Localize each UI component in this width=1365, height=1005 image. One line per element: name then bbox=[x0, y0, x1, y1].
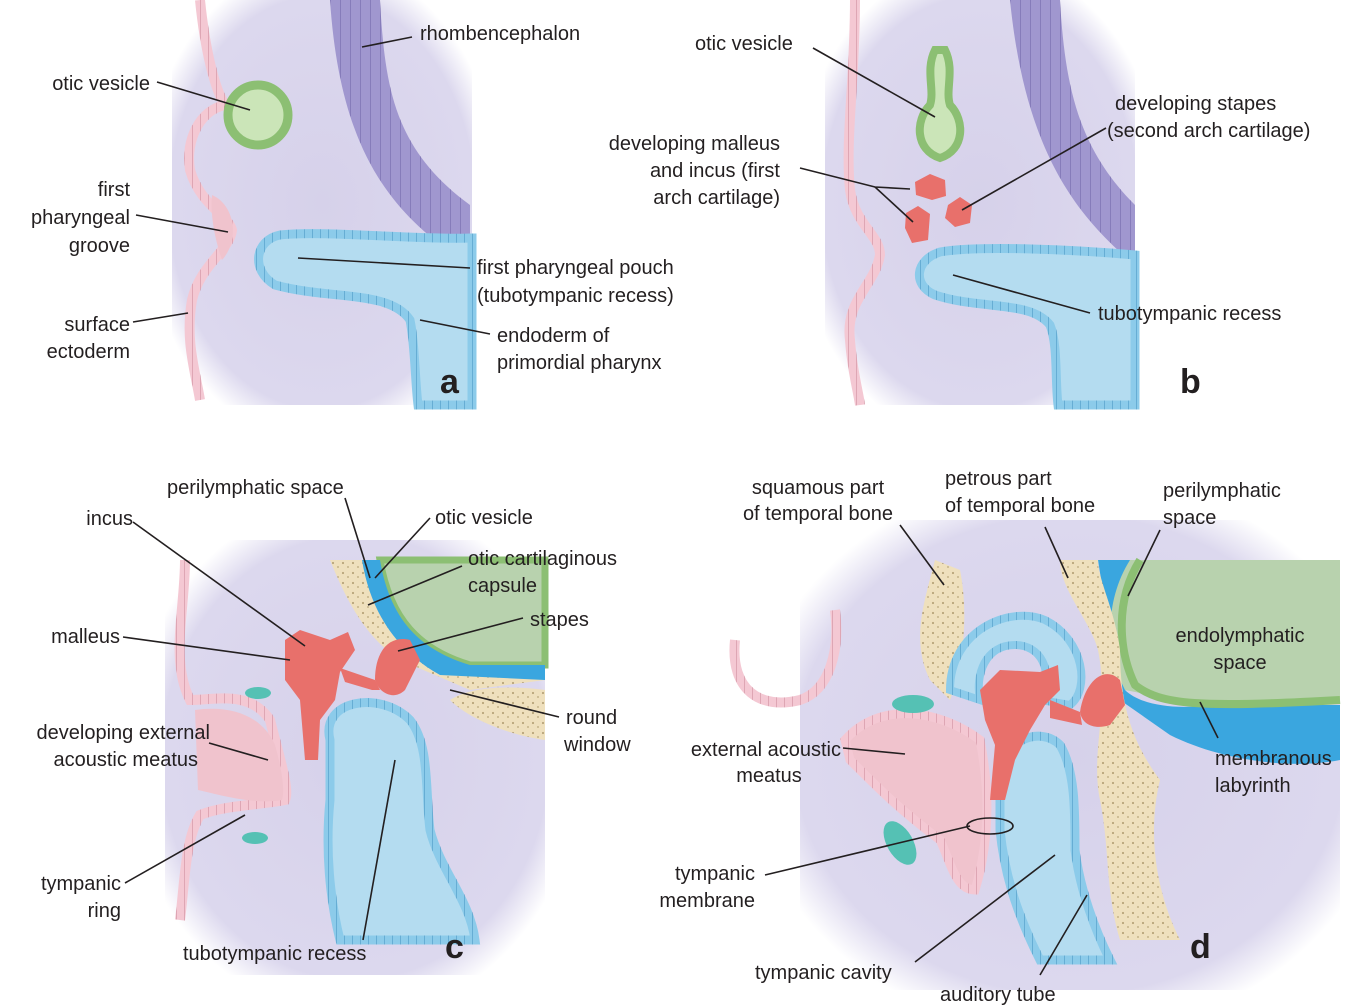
label-developing-malleus-1: developing malleus bbox=[609, 133, 780, 155]
label-developing-stapes-2: (second arch cartilage) bbox=[1107, 120, 1310, 142]
label-tympanic-membrane-1: tympanic bbox=[675, 863, 755, 885]
label-rhombencephalon: rhombencephalon bbox=[420, 23, 580, 45]
label-endoderm-2: primordial pharynx bbox=[497, 352, 662, 374]
panel-letter-d: d bbox=[1190, 928, 1211, 966]
label-surface-ectoderm-2: ectoderm bbox=[47, 341, 130, 363]
label-malleus: malleus bbox=[51, 626, 120, 648]
label-first-pharyngeal-groove-3: groove bbox=[69, 235, 130, 257]
label-first-pharyngeal-groove-2: pharyngeal bbox=[31, 207, 130, 229]
label-developing-external-meatus-1: developing external bbox=[37, 722, 210, 744]
label-tubotympanic-recess-b: tubotympanic recess bbox=[1098, 303, 1281, 325]
label-membranous-labyrinth-2: labyrinth bbox=[1215, 775, 1291, 797]
label-endolymphatic-space-2: space bbox=[1213, 652, 1266, 674]
label-tympanic-ring-2: ring bbox=[88, 900, 121, 922]
label-round-window-1: round bbox=[566, 707, 617, 729]
label-external-meatus-1: external acoustic bbox=[691, 739, 841, 761]
label-developing-malleus-3: arch cartilage) bbox=[653, 187, 780, 209]
tympanic-ring-lower bbox=[242, 832, 268, 844]
label-otic-vesicle-b: otic vesicle bbox=[695, 33, 793, 55]
label-perilymphatic-space-c: perilymphatic space bbox=[167, 477, 344, 499]
label-otic-capsule-2: capsule bbox=[468, 575, 537, 597]
label-endolymphatic-space-1: endolymphatic bbox=[1176, 625, 1305, 647]
label-otic-vesicle-a: otic vesicle bbox=[52, 73, 150, 95]
label-developing-stapes-1: developing stapes bbox=[1115, 93, 1276, 115]
label-squamous-part-2: of temporal bone bbox=[743, 503, 893, 525]
panel-letter-a: a bbox=[440, 363, 460, 401]
panel-c bbox=[165, 540, 545, 975]
panel-a bbox=[172, 0, 472, 405]
label-petrous-part-2: of temporal bone bbox=[945, 495, 1095, 517]
label-perilymphatic-space-d-2: space bbox=[1163, 507, 1216, 529]
label-petrous-part-1: petrous part bbox=[945, 468, 1052, 490]
label-tympanic-ring-1: tympanic bbox=[41, 873, 121, 895]
label-tympanic-membrane-2: membrane bbox=[659, 890, 755, 912]
panel-b bbox=[825, 0, 1135, 405]
label-perilymphatic-space-d-1: perilymphatic bbox=[1163, 480, 1281, 502]
label-developing-external-meatus-2: acoustic meatus bbox=[53, 749, 198, 771]
label-external-meatus-2: meatus bbox=[736, 765, 802, 787]
label-squamous-part-1: squamous part bbox=[752, 477, 885, 499]
label-otic-vesicle-c: otic vesicle bbox=[435, 507, 533, 529]
label-tympanic-cavity: tympanic cavity bbox=[755, 962, 892, 984]
label-otic-capsule-1: otic cartilaginous bbox=[468, 548, 617, 570]
label-first-pharyngeal-pouch-1: first pharyngeal pouch bbox=[477, 257, 674, 279]
tympanic-ring-upper bbox=[245, 687, 271, 699]
label-first-pharyngeal-groove-1: first bbox=[98, 179, 131, 201]
label-tubotympanic-recess-c: tubotympanic recess bbox=[183, 943, 366, 965]
label-stapes: stapes bbox=[530, 609, 589, 631]
label-incus: incus bbox=[86, 508, 133, 530]
label-developing-malleus-2: and incus (first bbox=[650, 160, 780, 182]
label-first-pharyngeal-pouch-2: (tubotympanic recess) bbox=[477, 285, 674, 307]
tympanic-ring-d-upper bbox=[892, 695, 934, 713]
panel-letter-c: c bbox=[445, 928, 464, 966]
label-membranous-labyrinth-1: membranous bbox=[1215, 748, 1332, 770]
label-endoderm-1: endoderm of bbox=[497, 325, 610, 347]
label-surface-ectoderm-1: surface bbox=[64, 314, 130, 336]
label-round-window-2: window bbox=[563, 734, 631, 756]
label-auditory-tube: auditory tube bbox=[940, 984, 1056, 1005]
otic-vesicle-a bbox=[228, 85, 288, 145]
panel-letter-b: b bbox=[1180, 363, 1201, 401]
